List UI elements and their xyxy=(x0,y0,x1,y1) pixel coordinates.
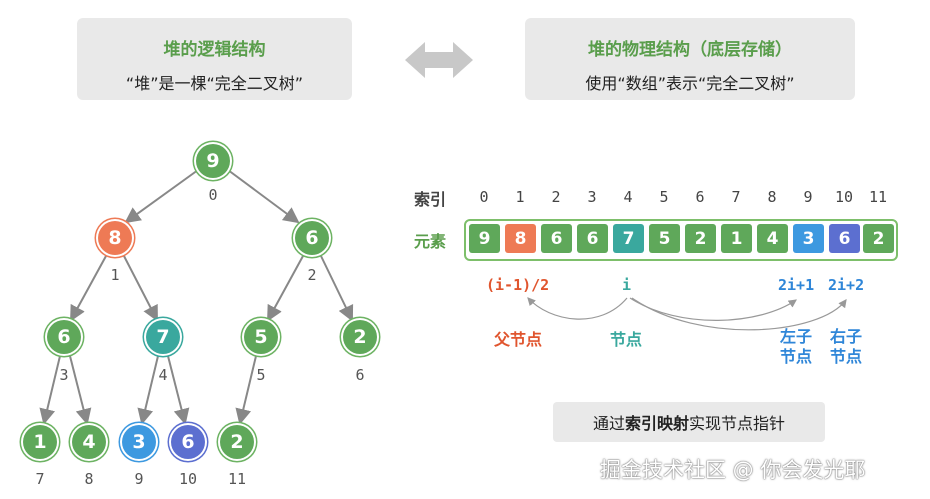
tree-index-8: 8 xyxy=(84,470,94,488)
array-cell-11: 2 xyxy=(863,224,894,253)
edge-2-5 xyxy=(267,255,304,322)
tree-node-6: 2 xyxy=(343,320,377,354)
caption-left-child: 左子 节点 xyxy=(780,327,812,367)
watermark: 掘金技术社区 @ 你会发光耶 xyxy=(600,458,866,482)
formula-left-child: 2i+1 xyxy=(778,276,815,294)
edge-0-2 xyxy=(227,169,300,224)
array-index: 4 xyxy=(623,188,633,206)
array-cell-9: 3 xyxy=(793,224,824,253)
array-index: 7 xyxy=(731,188,741,206)
tree-index-1: 1 xyxy=(110,266,120,284)
tree-index-10: 10 xyxy=(178,470,198,488)
formula-self: i xyxy=(622,276,632,294)
array-index: 10 xyxy=(834,188,854,206)
tree-index-11: 11 xyxy=(227,470,247,488)
caption-left-child-line1: 左子 xyxy=(780,327,813,346)
arrow-to-right-child xyxy=(631,297,847,331)
array-cell-1: 8 xyxy=(505,224,536,253)
edge-5-11 xyxy=(235,355,257,425)
logical-structure-subtitle: “堆”是一棵“完全二叉树” xyxy=(125,74,304,93)
array-cell-3: 6 xyxy=(577,224,608,253)
tree-node-4: 7 xyxy=(146,320,180,354)
array-cell-2: 6 xyxy=(541,224,572,253)
array-cell-6: 2 xyxy=(685,224,716,253)
tree-node-9: 3 xyxy=(122,425,156,459)
array-index-label: 索引 xyxy=(414,190,447,209)
array-cell-8: 4 xyxy=(757,224,788,253)
array-index: 5 xyxy=(659,188,669,206)
logical-structure-title: 堆的逻辑结构 xyxy=(163,40,266,60)
array-cell-4: 7 xyxy=(613,224,644,253)
caption-right-child-line2: 节点 xyxy=(830,347,863,366)
caption-parent-node: 父节点 xyxy=(494,330,543,349)
array-index: 11 xyxy=(868,188,888,206)
array-index: 3 xyxy=(587,188,597,206)
note-bold: 索引映射 xyxy=(624,414,689,433)
physical-structure-box: 堆的物理结构（底层存储） 使用“数组”表示“完全二叉树” xyxy=(525,18,855,100)
array-element-label: 元素 xyxy=(414,232,447,251)
tree-index-6: 6 xyxy=(355,366,365,384)
array-cell-7: 1 xyxy=(721,224,752,253)
edge-3-8 xyxy=(69,355,92,425)
logical-structure-box: 堆的逻辑结构 “堆”是一棵“完全二叉树” xyxy=(77,18,352,100)
array-cell-5: 5 xyxy=(649,224,680,253)
tree-index-7: 7 xyxy=(35,470,45,488)
arrow-to-parent xyxy=(527,297,628,320)
physical-structure-title: 堆的物理结构（底层存储） xyxy=(588,40,792,60)
caption-right-child: 右子 节点 xyxy=(830,327,862,367)
tree-index-4: 4 xyxy=(158,366,168,384)
tree-node-5: 5 xyxy=(244,320,278,354)
tree-index-5: 5 xyxy=(256,366,266,384)
edge-1-4 xyxy=(123,255,158,322)
edge-1-3 xyxy=(70,255,107,322)
edge-4-9 xyxy=(137,355,159,425)
tree-index-9: 9 xyxy=(134,470,144,488)
array-index: 6 xyxy=(695,188,705,206)
tree-node-8: 4 xyxy=(72,425,106,459)
array-index: 1 xyxy=(515,188,525,206)
caption-left-child-line2: 节点 xyxy=(780,347,813,366)
edge-0-1 xyxy=(124,169,199,224)
array-cell-0: 9 xyxy=(469,224,500,253)
double-arrow-icon xyxy=(405,42,473,78)
array-index: 8 xyxy=(767,188,777,206)
tree-node-2: 6 xyxy=(295,221,329,255)
caption-right-child-line1: 右子 xyxy=(830,327,863,346)
tree-node-3: 6 xyxy=(47,320,81,354)
note-prefix: 通过 xyxy=(592,414,625,433)
tree-node-0: 9 xyxy=(196,144,230,178)
tree-index-2: 2 xyxy=(307,266,317,284)
array-frame xyxy=(464,219,898,261)
edge-2-6 xyxy=(320,255,354,322)
array-index: 9 xyxy=(803,188,813,206)
tree-index-3: 3 xyxy=(59,366,69,384)
tree-node-10: 6 xyxy=(171,425,205,459)
array-cell-10: 6 xyxy=(829,224,860,253)
caption-node: 节点 xyxy=(610,330,643,349)
array-index: 0 xyxy=(479,188,489,206)
mapping-note: 通过索引映射实现节点指针 xyxy=(553,402,825,442)
tree-node-1: 8 xyxy=(98,221,132,255)
formula-right-child: 2i+2 xyxy=(828,276,865,294)
edge-4-10 xyxy=(167,355,190,425)
formula-parent: (i-1)/2 xyxy=(486,276,550,294)
tree-index-0: 0 xyxy=(208,186,218,204)
array-index: 2 xyxy=(551,188,561,206)
arrow-to-left-child xyxy=(629,297,797,321)
tree-node-7: 1 xyxy=(23,425,57,459)
note-suffix: 实现节点指针 xyxy=(689,414,786,433)
physical-structure-subtitle: 使用“数组”表示“完全二叉树” xyxy=(585,74,795,93)
tree-node-11: 2 xyxy=(220,425,254,459)
edge-3-7 xyxy=(39,355,61,425)
